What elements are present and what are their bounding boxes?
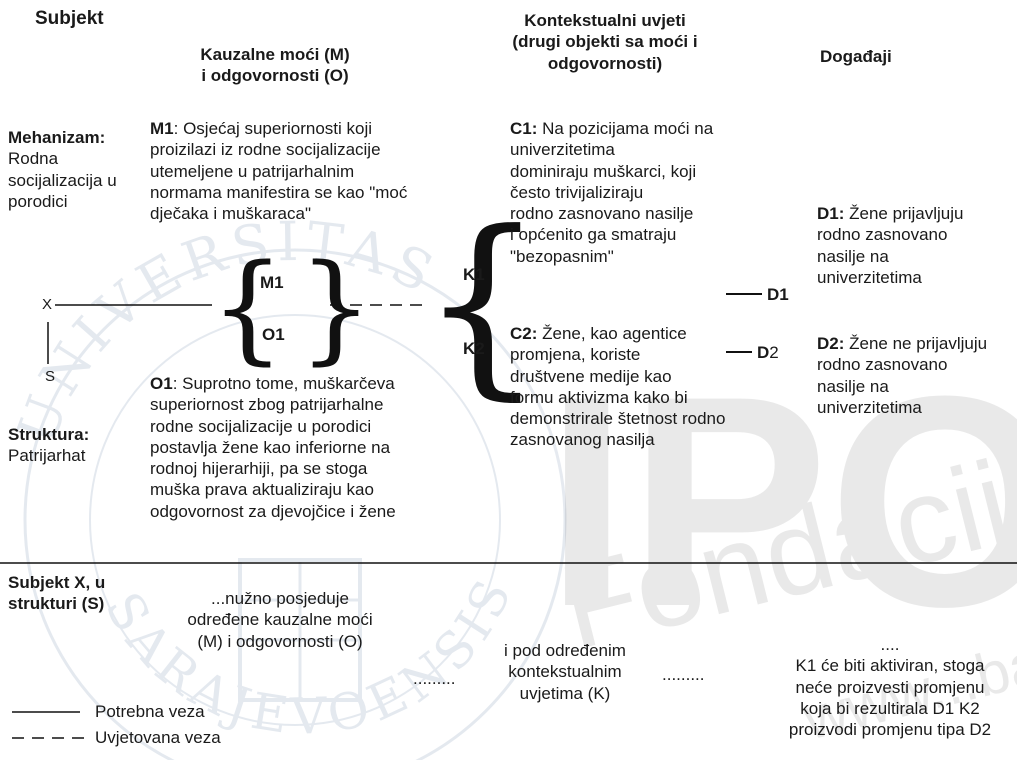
bottom-result: .... K1 će biti aktiviran, stoga neće pr… [788, 635, 992, 740]
d2-marker: D2 [757, 343, 779, 362]
bottom-subject: Subjekt X, u strukturi (S) [8, 573, 106, 614]
right-brace-icon: } [298, 238, 374, 376]
structure-block: Struktura: Patrijarhat [8, 425, 90, 466]
d1-marker: D1 [767, 285, 789, 304]
mechanism-block: Mehanizam: Rodna socijalizacija u porodi… [8, 128, 117, 211]
header-causal-powers: Kauzalne moći (M) i odgovornosti (O) [200, 45, 350, 86]
brace-k1-label: K1 [463, 265, 485, 284]
brace-k2-label: K2 [463, 339, 485, 358]
bottom-possesses: ...nužno posjeduje određene kauzalne moć… [187, 589, 373, 651]
legend-dashed-label: Uvjetovana veza [95, 728, 221, 747]
left-brace-icon: { [210, 238, 286, 376]
s-label: S [45, 368, 56, 385]
brace-m1-label: M1 [260, 273, 284, 292]
header-contextual-conditions: Kontekstualni uvjeti (drugi objekti sa m… [512, 11, 698, 73]
brace-o1-label: O1 [262, 325, 285, 344]
legend-solid-label: Potrebna veza [95, 702, 205, 721]
k-brace-icon: { [420, 190, 545, 418]
bottom-dots-1: ......... [413, 669, 456, 688]
c2-description: C2: Žene, kao agentice promjena, koriste… [510, 324, 726, 450]
x-label: X [42, 296, 53, 313]
header-subject: Subjekt [35, 8, 104, 29]
c1-description: C1: Na pozicijama moći na univerzitetima… [510, 119, 714, 266]
d1-description: D1: Žene prijavljuju rodno zasnovano nas… [817, 204, 964, 287]
d2-description: D2: Žene ne prijavljuju rodno zasnovano … [817, 334, 988, 417]
header-events: Događaji [820, 47, 892, 66]
bottom-dots-2: ......... [662, 665, 705, 684]
bottom-context: i pod određenim kontekstualnim uvjetima … [504, 641, 626, 703]
m1-description: M1: Osjećaj superiornosti koji proizilaz… [150, 119, 408, 224]
o1-description: O1: Suprotno tome, muškarčeva superiorno… [150, 374, 396, 521]
